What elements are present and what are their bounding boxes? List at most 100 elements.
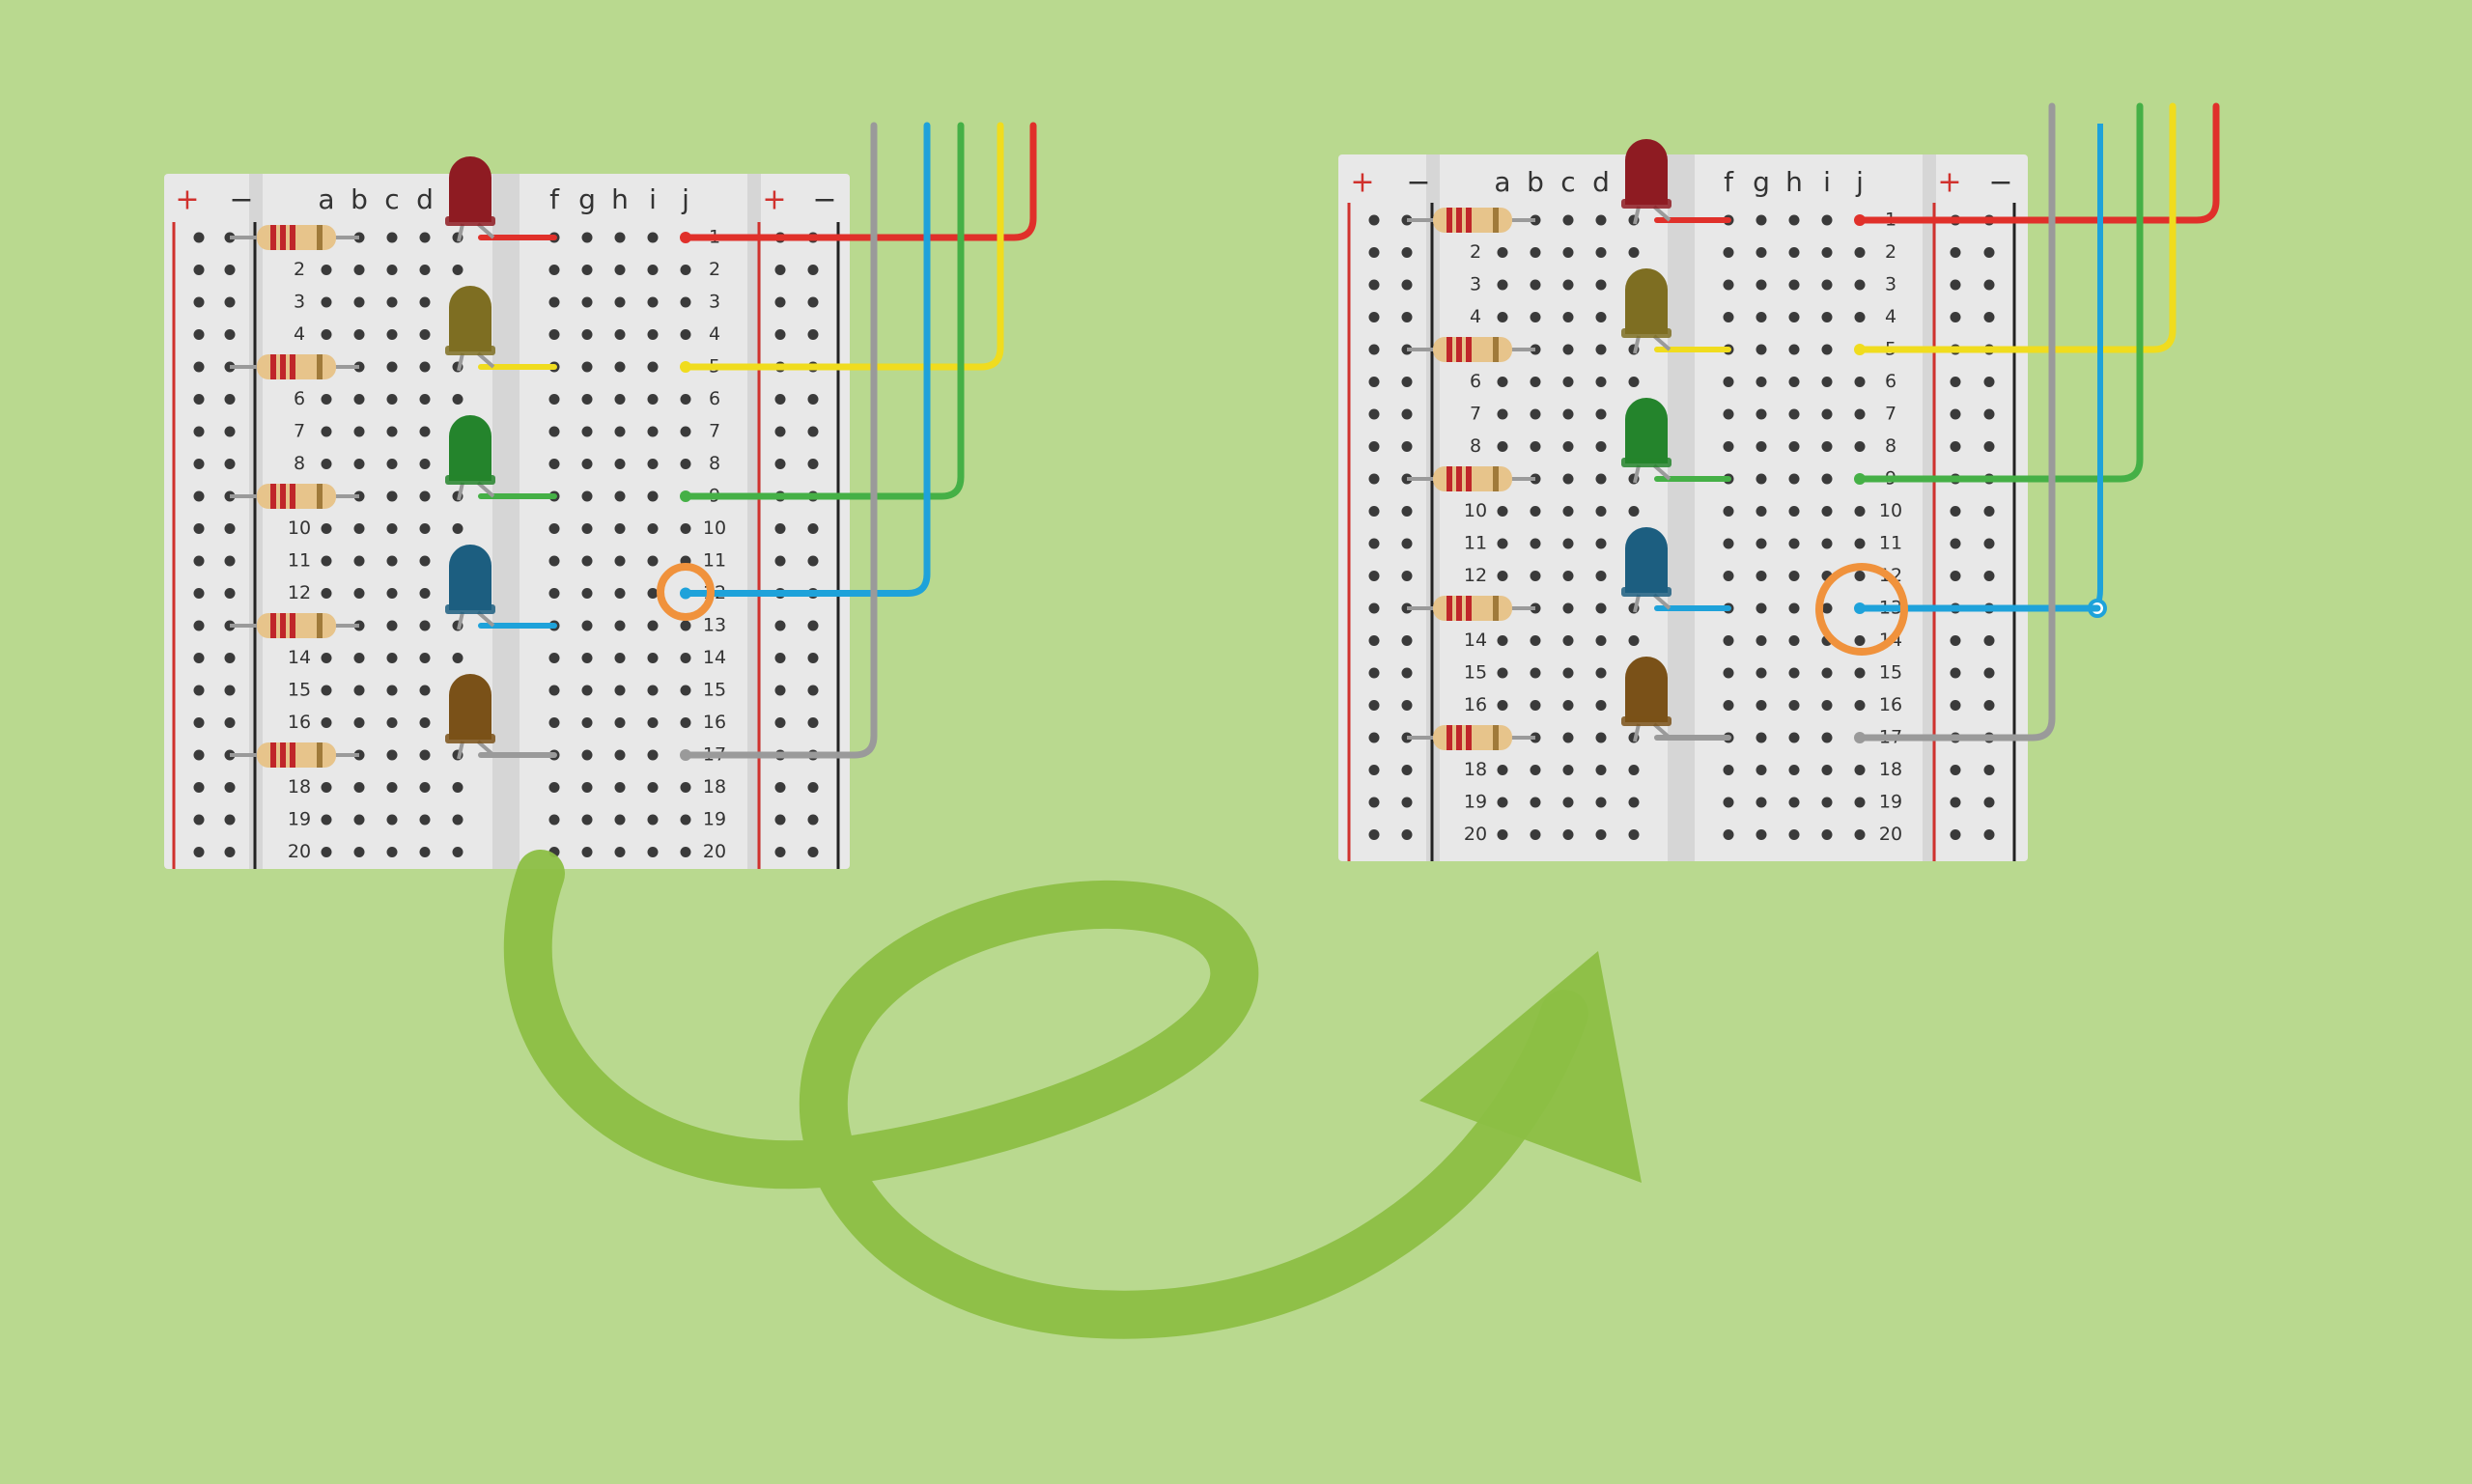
hole: [1595, 344, 1607, 355]
hole: [807, 653, 819, 663]
hole: [1950, 797, 1961, 808]
hole: [1854, 408, 1866, 420]
hole: [386, 555, 398, 567]
hole: [224, 296, 236, 308]
hole: [1854, 797, 1866, 808]
resistor-icon: [1407, 208, 1535, 233]
hole: [193, 426, 205, 437]
hole: [1368, 765, 1380, 775]
row-number-left: 10: [288, 518, 311, 539]
hole: [1628, 635, 1640, 646]
hole: [1368, 473, 1380, 485]
led-leg: [476, 610, 495, 628]
hole: [321, 782, 332, 793]
led-leg: [476, 481, 495, 498]
column-label-a: a: [318, 183, 334, 215]
hole: [1723, 700, 1734, 711]
hole: [452, 265, 464, 275]
hole: [548, 555, 560, 567]
hole: [1756, 344, 1767, 355]
hole: [581, 717, 593, 728]
hole: [1595, 700, 1607, 711]
resistor-body: [1433, 337, 1512, 362]
hole: [680, 296, 691, 308]
hole: [1530, 700, 1541, 711]
hole: [1756, 765, 1767, 775]
resistor-band: [317, 613, 323, 638]
hole: [680, 685, 691, 696]
hole: [1401, 279, 1413, 291]
olive-led-icon: [1621, 268, 1671, 354]
hole: [1723, 408, 1734, 420]
hole: [1595, 408, 1607, 420]
resistor-band: [1447, 466, 1452, 491]
hole: [774, 814, 786, 826]
hole: [680, 265, 691, 275]
hole: [680, 847, 691, 857]
hole: [419, 459, 431, 469]
led-leg: [1652, 334, 1671, 351]
hole: [419, 296, 431, 308]
hole: [1950, 408, 1961, 420]
row-number-left: 11: [288, 550, 311, 572]
hole: [548, 426, 560, 437]
hole: [419, 685, 431, 696]
row-number-left: 7: [294, 421, 305, 442]
hole: [1595, 797, 1607, 808]
resistor-band: [280, 742, 286, 768]
hole: [1562, 797, 1574, 808]
hole: [647, 717, 659, 728]
hole: [1950, 538, 1961, 549]
hole: [193, 265, 205, 275]
hole: [1497, 247, 1508, 258]
hole: [1628, 506, 1640, 517]
hole: [193, 749, 205, 761]
led-rim: [1621, 716, 1671, 726]
hole: [1530, 635, 1541, 646]
brown-led-icon: [445, 674, 495, 760]
hole: [1821, 602, 1833, 614]
hole: [1628, 247, 1640, 258]
hole: [1595, 377, 1607, 387]
hole: [1368, 312, 1380, 322]
hole: [1497, 765, 1508, 775]
resistor-band: [1493, 208, 1499, 233]
hole: [548, 782, 560, 793]
hole: [680, 426, 691, 437]
resistor-band: [270, 742, 276, 768]
hole: [224, 653, 236, 663]
led-rim: [1621, 199, 1671, 209]
resistor-band: [270, 225, 276, 250]
rail-minus-label: −: [1988, 166, 2012, 200]
hole: [807, 265, 819, 275]
hole: [647, 685, 659, 696]
resistor-icon: [230, 613, 359, 638]
hole: [1756, 538, 1767, 549]
hole: [1562, 344, 1574, 355]
hole: [1723, 829, 1734, 840]
hole: [1756, 571, 1767, 581]
hole: [1562, 473, 1574, 485]
hole: [1983, 312, 1995, 322]
hole: [321, 265, 332, 275]
hole: [548, 394, 560, 405]
hole: [1723, 441, 1734, 452]
hole: [1788, 344, 1800, 355]
hole: [452, 394, 464, 405]
hole: [419, 361, 431, 373]
hole: [774, 459, 786, 469]
hole: [1530, 797, 1541, 808]
hole: [647, 847, 659, 857]
hole: [386, 653, 398, 663]
hole: [1854, 441, 1866, 452]
hole: [680, 394, 691, 405]
hole: [1756, 506, 1767, 517]
hole: [1821, 538, 1833, 549]
row-number-left: 16: [1464, 694, 1487, 715]
hole: [1497, 797, 1508, 808]
hole: [1983, 377, 1995, 387]
hole: [1723, 377, 1734, 387]
hole: [807, 717, 819, 728]
hole: [1854, 377, 1866, 387]
hole: [807, 685, 819, 696]
